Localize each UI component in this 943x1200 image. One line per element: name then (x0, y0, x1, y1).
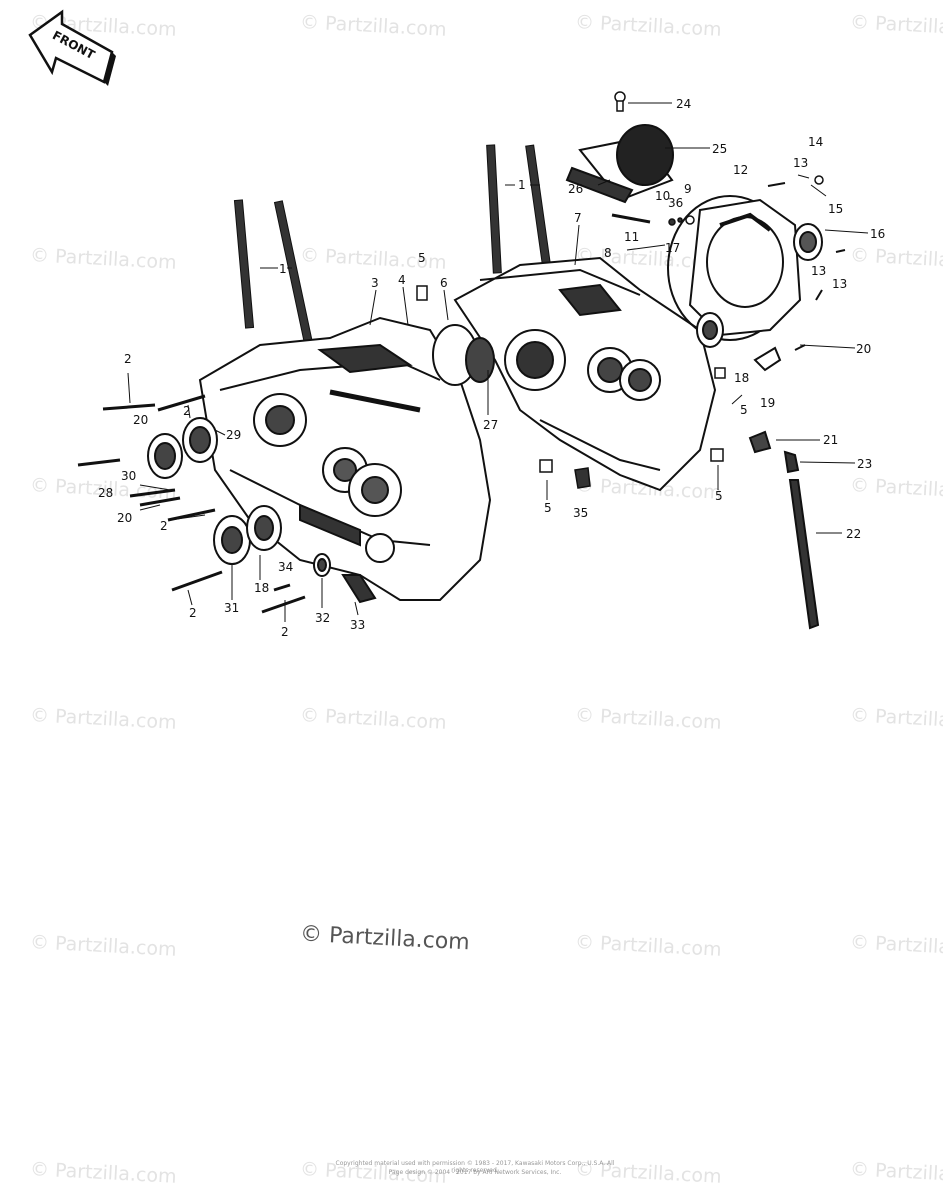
callout-label: 5 (544, 501, 552, 515)
small-hardware (611, 175, 846, 351)
callout-label: 11 (624, 230, 639, 244)
crankcase-right-half (453, 256, 717, 492)
callout-label: 35 (573, 506, 588, 520)
callout-label: 1 (279, 262, 287, 276)
callout-label: 2 (281, 625, 289, 639)
footer-copyright: Copyrighted material used with permissio… (335, 1160, 615, 1174)
seals-left (147, 417, 377, 604)
crank-seal (432, 324, 495, 386)
oil-line-parts (748, 346, 820, 630)
callout-label: 36 (668, 196, 683, 210)
callout-label: 33 (350, 618, 365, 632)
screw-24 (614, 91, 626, 112)
callout-label: 20 (117, 511, 132, 525)
callout-label: 15 (828, 202, 843, 216)
dowel-pins (416, 285, 726, 489)
callout-label: 24 (676, 97, 691, 111)
callout-label: 28 (98, 486, 113, 500)
oil-seal-18-right (696, 312, 724, 348)
callout-label: 25 (712, 142, 727, 156)
callout-label: 2 (189, 606, 197, 620)
callout-label: 4 (398, 273, 406, 287)
callout-label: 10 (655, 189, 670, 203)
callout-label: 5 (740, 403, 748, 417)
callout-label: 32 (315, 611, 330, 625)
callout-label: 26 (568, 182, 583, 196)
bolts-left (77, 394, 306, 614)
callout-label: 5 (418, 251, 426, 265)
callout-label: 27 (483, 418, 498, 432)
callout-label: 9 (684, 182, 692, 196)
callout-label: 29 (226, 428, 241, 442)
side-cover (667, 195, 802, 341)
callout-label: 13 (793, 156, 808, 170)
callout-labels: 24 25 14 26 1 13 12 10 9 36 15 7 16 11 8… (98, 97, 885, 639)
callout-label: 14 (808, 135, 823, 149)
callout-label: 17 (665, 241, 680, 255)
oil-seal-16 (793, 223, 823, 261)
leader-lines (127, 102, 869, 622)
callout-label: 18 (734, 371, 749, 385)
studs-right (486, 144, 553, 281)
callout-label: 18 (254, 581, 269, 595)
front-arrow: FRONT (28, 9, 116, 86)
callout-label: 2 (183, 404, 191, 418)
callout-label: 20 (133, 413, 148, 427)
callout-label: 2 (160, 519, 168, 533)
intake-manifold (565, 124, 674, 204)
callout-label: 2 (124, 352, 132, 366)
callout-label: 21 (823, 433, 838, 447)
callout-label: 8 (604, 246, 612, 260)
callout-label: 30 (121, 469, 136, 483)
callout-label: 7 (574, 211, 582, 225)
callout-label: 31 (224, 601, 239, 615)
callout-label: 20 (856, 342, 871, 356)
callout-label: 13 (811, 264, 826, 278)
footer-design: Page design © 2004 - 2017 by ARI Network… (388, 1169, 562, 1176)
callout-label: 6 (440, 276, 448, 290)
callout-label: 34 (278, 560, 293, 574)
callout-label: 1 (518, 178, 526, 192)
callout-label: 22 (846, 527, 861, 541)
studs-left (233, 199, 315, 350)
callout-label: 23 (857, 457, 872, 471)
callout-label: 12 (733, 163, 748, 177)
callout-label: 16 (870, 227, 885, 241)
callout-label: 19 (760, 396, 775, 410)
callout-label: 13 (832, 277, 847, 291)
callout-label: 3 (371, 276, 379, 290)
callout-label: 5 (715, 489, 723, 503)
